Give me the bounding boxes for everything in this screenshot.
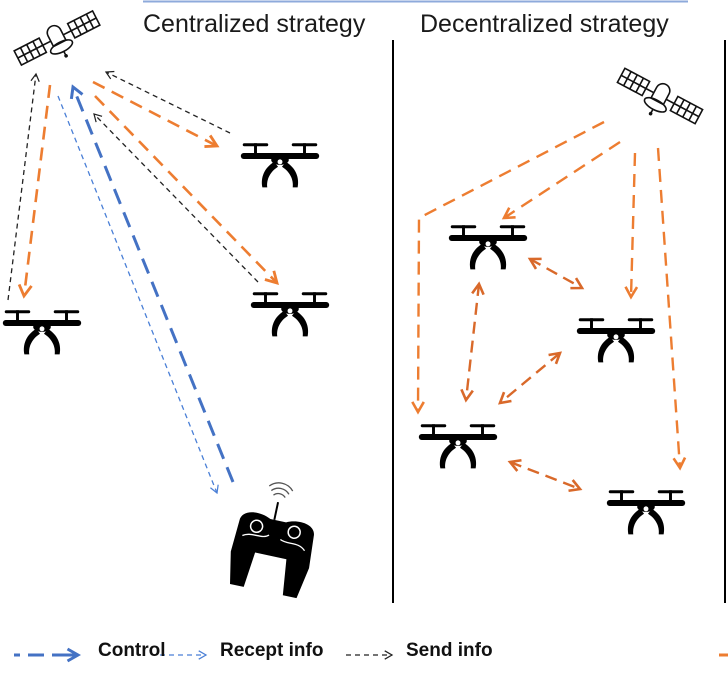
peer-arrow xyxy=(527,257,585,290)
recept-info-arrow xyxy=(57,95,219,495)
control-arrow xyxy=(69,84,235,483)
centralized-panel xyxy=(2,5,330,599)
drone-icon xyxy=(2,310,82,355)
drone-icon xyxy=(576,318,656,363)
orange-arrow xyxy=(656,147,687,471)
orange-arrow xyxy=(92,80,220,148)
legend-label-recept: Recept info xyxy=(220,640,324,661)
drone-icon xyxy=(606,490,686,535)
orange-arrow xyxy=(94,95,279,286)
orange-arrow xyxy=(17,84,52,299)
satellite-icon xyxy=(610,63,706,137)
decentralized-title: Decentralized strategy xyxy=(420,10,669,38)
remote-controller-icon xyxy=(230,482,314,599)
drone-icon xyxy=(448,225,528,270)
drone-icon xyxy=(418,424,498,469)
centralized-title: Centralized strategy xyxy=(143,10,366,38)
send-info-arrow xyxy=(104,70,231,134)
peer-arrow xyxy=(460,281,485,403)
legend-label-control: Control xyxy=(98,640,166,661)
send-info-arrow xyxy=(93,113,259,283)
legend-label-send: Send info xyxy=(406,640,493,661)
drone-icon xyxy=(250,292,330,337)
orange-arrow xyxy=(411,120,605,415)
orange-arrow xyxy=(501,140,621,220)
wifi-icon xyxy=(268,482,294,498)
send-info-arrow xyxy=(7,72,40,301)
drone-icon xyxy=(240,143,320,188)
satellite-icon xyxy=(11,5,107,79)
peer-arrow xyxy=(507,458,583,493)
peer-arrow xyxy=(497,351,563,405)
orange-arrow xyxy=(624,152,639,300)
decentralized-panel xyxy=(411,63,706,535)
